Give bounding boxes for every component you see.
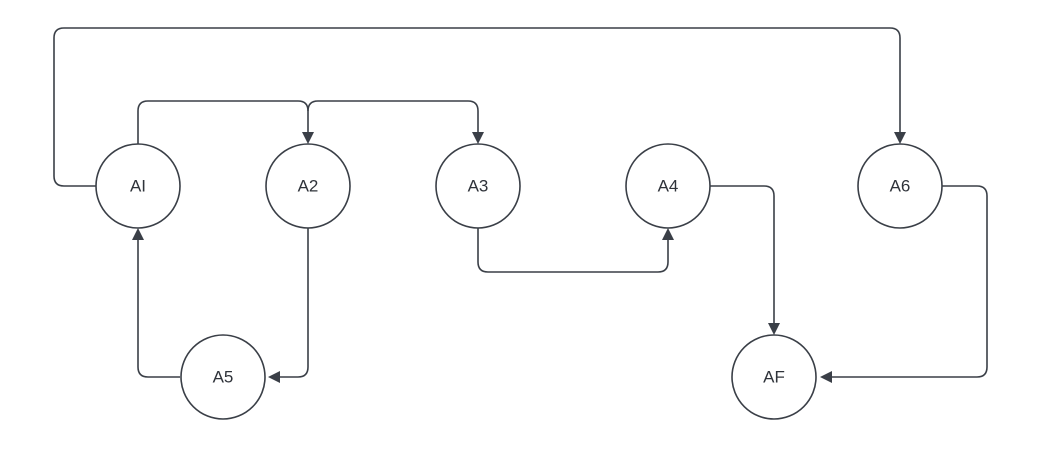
arrowhead-a2 bbox=[302, 132, 314, 144]
edge-a5-to-ai bbox=[137, 238, 180, 378]
node-a5-label: A5 bbox=[213, 368, 234, 387]
arrowhead-a3 bbox=[472, 132, 484, 144]
node-a2-label: A2 bbox=[298, 177, 319, 196]
node-a5-circle bbox=[180, 334, 266, 420]
nodes-layer: AI A2 A3 A4 A5 A6 AF bbox=[95, 143, 943, 420]
node-a4[interactable]: A4 bbox=[625, 143, 711, 229]
edge-a6-to-af bbox=[830, 185, 988, 378]
node-a3-circle bbox=[435, 143, 521, 229]
arrowhead-a4 bbox=[662, 228, 674, 240]
node-a6-label: A6 bbox=[890, 177, 911, 196]
node-a4-label: A4 bbox=[658, 177, 679, 196]
arrowhead-ai bbox=[132, 228, 144, 240]
node-ai-circle bbox=[95, 143, 181, 229]
node-af[interactable]: AF bbox=[731, 334, 817, 420]
node-a2[interactable]: A2 bbox=[265, 143, 351, 229]
node-a3-label: A3 bbox=[468, 177, 489, 196]
edges-layer bbox=[53, 27, 988, 378]
node-a6[interactable]: A6 bbox=[857, 143, 943, 229]
node-ai[interactable]: AI bbox=[95, 143, 181, 229]
arrowhead-a6 bbox=[894, 132, 906, 144]
node-a4-circle bbox=[625, 143, 711, 229]
edge-a4-to-af bbox=[710, 185, 775, 325]
arrowhead-af-right bbox=[820, 371, 832, 383]
arrowheads-layer bbox=[132, 132, 906, 383]
edge-a3-to-a4 bbox=[477, 228, 669, 273]
edge-ai-to-a3 bbox=[307, 100, 479, 134]
edge-ai-to-a2 bbox=[137, 100, 309, 144]
node-a5[interactable]: A5 bbox=[180, 334, 266, 420]
node-af-circle bbox=[731, 334, 817, 420]
arrowhead-a5 bbox=[268, 371, 280, 383]
arrowhead-af-top bbox=[768, 323, 780, 335]
node-ai-label: AI bbox=[130, 177, 146, 196]
node-af-label: AF bbox=[763, 368, 785, 387]
edge-ai-to-a6 bbox=[53, 27, 901, 187]
node-a6-circle bbox=[857, 143, 943, 229]
node-a2-circle bbox=[265, 143, 351, 229]
node-a3[interactable]: A3 bbox=[435, 143, 521, 229]
edge-a2-to-a5 bbox=[278, 228, 309, 378]
